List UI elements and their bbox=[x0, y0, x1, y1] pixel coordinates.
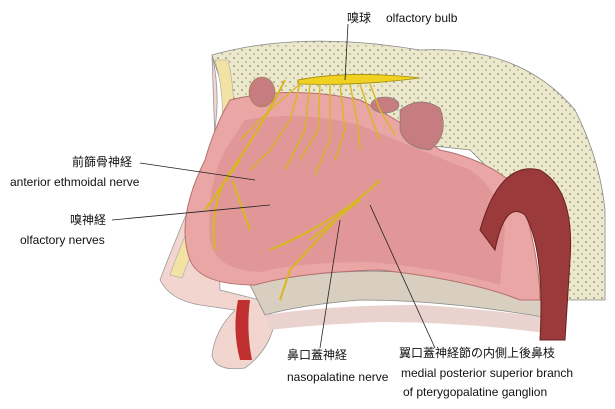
olfactory-bulb-label: olfactory bulb bbox=[386, 11, 458, 25]
nasopalatine-nerve-path bbox=[269, 179, 381, 301]
leader-lines bbox=[111, 23, 436, 349]
olfactory-bulb-label-ja: 嗅球 bbox=[347, 11, 372, 25]
sphenoid-sinus bbox=[399, 101, 444, 151]
olfactory-nerves-label: olfactory nerves bbox=[20, 233, 105, 247]
olfactory-nerves-label-ja: 嗅神経 bbox=[70, 213, 107, 227]
nasopalatine-label-ja: 鼻口蓋神経 bbox=[287, 348, 348, 362]
sphenoid-sinus-small bbox=[370, 96, 400, 114]
olfactory-bulb-shape bbox=[297, 74, 421, 85]
anterior-ethmoidal-nerve-path bbox=[204, 79, 286, 251]
oral-mucosa bbox=[265, 305, 560, 335]
medial-posterior-label-line2: of pterygopalatine ganglion bbox=[403, 385, 548, 399]
frontal-sinus bbox=[248, 76, 276, 108]
upper-lip bbox=[235, 300, 252, 360]
ethmoid-sphenoid-bone bbox=[211, 40, 606, 301]
medial-posterior-label-line1: medial posterior superior branch bbox=[401, 366, 574, 380]
medial-posterior-label-ja: 翼口蓋神経節の内側上後鼻枝 bbox=[399, 346, 556, 360]
anterior-ethmoidal-label: anterior ethmoidal nerve bbox=[10, 175, 140, 189]
anterior-ethmoidal-label-ja: 前篩骨神経 bbox=[72, 155, 133, 169]
pharyngeal-opening bbox=[479, 168, 572, 341]
nasopalatine-label: nasopalatine nerve bbox=[287, 370, 389, 384]
